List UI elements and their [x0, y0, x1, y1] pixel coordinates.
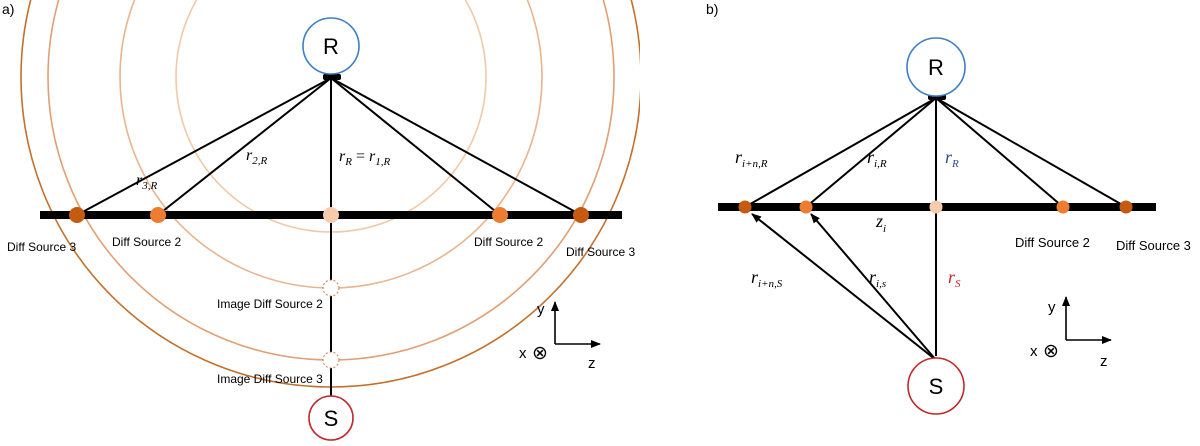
image-diff-source-2-dot	[322, 279, 340, 297]
image-diff-source-2-label: Image Diff Source 2	[217, 297, 323, 311]
diff-source-3-right-label: Diff Source 3	[566, 245, 635, 259]
receiver-paths-b	[744, 97, 1127, 356]
path-r-diff3-left-b	[744, 97, 937, 208]
diff-source-3-left-dot-b	[738, 200, 752, 214]
receiver-label-a: R	[323, 34, 339, 59]
z-i-label: zi	[875, 211, 886, 235]
axes-b: y z x ⊗	[1030, 296, 1112, 370]
z-axis-label-a: z	[588, 355, 596, 372]
r-inR-label: ri+n,R	[735, 147, 768, 170]
path-r-diff3-right-b	[935, 97, 1127, 208]
z-axis-label-b: z	[1100, 353, 1108, 370]
diff-source-1-dot-b	[929, 200, 943, 214]
axes-a: y z x ⊗	[519, 301, 601, 372]
r-inS-label: ri+n,S	[751, 267, 783, 290]
into-page-icon-b: ⊗	[1043, 341, 1059, 362]
y-axis-label-b: y	[1048, 299, 1056, 316]
diff-source-1-dot	[323, 207, 339, 223]
r2R-label: r2,R	[246, 147, 267, 167]
path-r-diff3-left	[76, 77, 332, 216]
diff-source-3-left-label: Diff Source 3	[7, 240, 76, 254]
diff-source-2-left-dot	[150, 207, 166, 223]
path-r-diff2-right-b	[935, 97, 1064, 208]
path-lines-a	[76, 77, 582, 398]
diff-source-3-left-dot	[69, 207, 85, 223]
source-node-b	[907, 357, 965, 415]
source-label-b: S	[929, 374, 944, 399]
panel-a-label: a)	[2, 1, 14, 17]
arrow-s-to-diff2-left	[810, 213, 937, 361]
r-iR-label: ri,R	[867, 147, 887, 170]
diff-source-2-right-label: Diff Source 2	[474, 235, 543, 249]
receiver-node-a	[302, 17, 360, 75]
y-axis-label-a: y	[537, 301, 545, 318]
source-arrows-b	[751, 213, 937, 361]
r-is-label: ri,s	[869, 267, 886, 290]
panel-a: a) R S	[2, 0, 640, 441]
r-S-label-b: rS	[948, 267, 961, 290]
path-r-diff2-left	[157, 77, 332, 216]
diff-source-2-right-dot-b	[1056, 200, 1070, 214]
x-axis-label-a: x	[519, 345, 527, 362]
diff-source-2-right-dot	[492, 207, 508, 223]
path-r-diff2-right	[330, 77, 501, 216]
source-node-a	[308, 395, 354, 441]
panel-b-label: b)	[706, 1, 718, 17]
x-axis-label-b: x	[1030, 343, 1038, 360]
receiver-label-b: R	[928, 55, 944, 80]
into-page-icon-a: ⊗	[532, 343, 548, 364]
receiver-mount-a	[323, 74, 341, 80]
diff-source-2-right-label-b: Diff Source 2	[1015, 235, 1090, 250]
source-label-a: S	[324, 406, 339, 431]
arrow-s-to-diff3-left	[751, 213, 937, 361]
path-r-diff3-right	[330, 77, 582, 216]
image-diff-source-3-label: Image Diff Source 3	[217, 372, 323, 386]
r3R-label: r3,R	[136, 172, 157, 192]
diff-source-3-right-dot-b	[1119, 200, 1133, 214]
r-R-label-b: rR	[945, 147, 959, 170]
rR-equals-r1R-label: rR = r1,R	[339, 148, 390, 168]
diff-source-3-right-dot	[573, 207, 589, 223]
diff-source-2-left-dot-b	[799, 200, 813, 214]
diff-source-2-left-label: Diff Source 2	[112, 235, 181, 249]
receiver-node-b	[906, 37, 966, 97]
path-r-diff2-left-b	[805, 97, 937, 208]
panel-b: b) R S Diff Source 2	[706, 1, 1191, 415]
diff-source-3-right-label-b: Diff Source 3	[1116, 238, 1191, 253]
image-diff-source-3-dot	[322, 351, 340, 369]
